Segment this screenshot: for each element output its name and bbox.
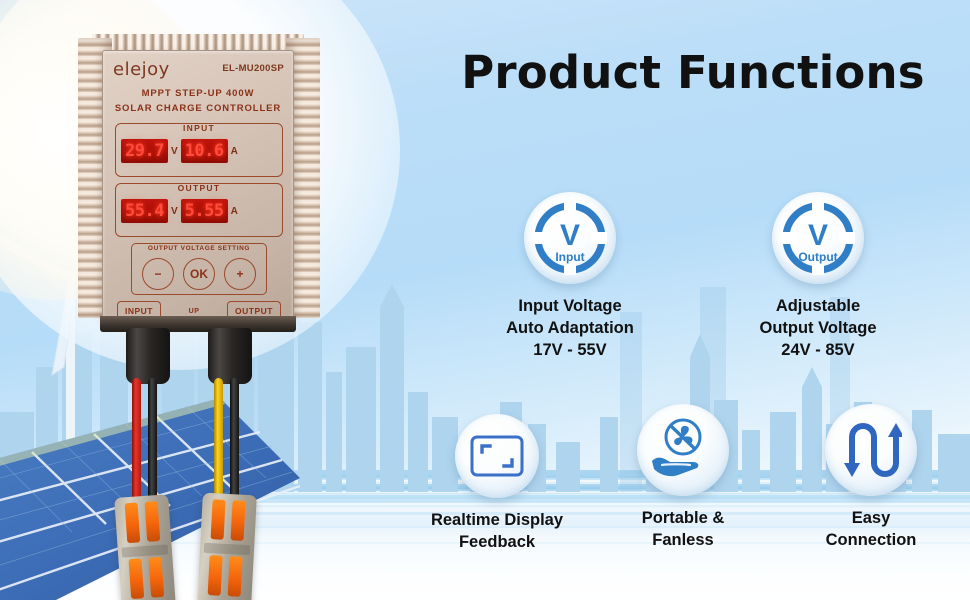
- input-negative-wire-black: [148, 378, 157, 506]
- voltage-output-icon: V Output: [781, 201, 855, 275]
- voltage-input-badge: V Input: [524, 192, 616, 284]
- output-voltage-unit: V: [170, 205, 178, 217]
- input-voltage-display: 29.7: [121, 139, 168, 163]
- lever-wire-connector-output: [197, 492, 257, 600]
- lever-wire-connector-input: [114, 494, 176, 600]
- output-voltage-setting-panel: OUTPUT VOLTAGE SETTING − OK +: [131, 243, 267, 295]
- display-screen-icon: [470, 435, 524, 477]
- step-up-label: UP: [188, 308, 200, 315]
- voltage-input-icon: V Input: [533, 201, 607, 275]
- brand-logo: elejoy: [113, 59, 170, 80]
- feature-input-voltage: V Input Input Voltage Auto Adaptation 17…: [470, 192, 670, 361]
- plus-button[interactable]: +: [224, 258, 256, 290]
- port-label-row: INPUT UP OUTPUT: [117, 301, 281, 322]
- two-way-arrows-icon: [844, 423, 902, 477]
- input-voltage-unit: V: [170, 145, 178, 157]
- input-cable-gland: [126, 328, 170, 384]
- model-number: EL-MU200SP: [222, 63, 284, 74]
- output-negative-wire-black: [230, 378, 239, 506]
- voltage-letter: V: [560, 219, 580, 252]
- product-subtitle-line1: MPPT STEP-UP 400W: [141, 88, 255, 99]
- input-meter-panel: INPUT 29.7 V 10.6 A: [115, 123, 283, 177]
- feature-portable-fanless: Portable & Fanless: [592, 404, 774, 551]
- minus-button[interactable]: −: [142, 258, 174, 290]
- input-port-label: INPUT: [117, 301, 161, 322]
- product-subtitle-line2: SOLAR CHARGE CONTROLLER: [114, 103, 282, 114]
- output-current-unit: A: [230, 205, 238, 217]
- feature-portable-fanless-text: Portable & Fanless: [641, 509, 725, 549]
- ok-button[interactable]: OK: [183, 258, 215, 290]
- hand-no-fan-badge: [637, 404, 729, 496]
- page-title: Product Functions: [461, 46, 925, 99]
- controller-faceplate: elejoy EL-MU200SP MPPT STEP-UP 400W SOLA…: [102, 50, 294, 322]
- svg-text:V: V: [808, 219, 828, 252]
- feature-output-voltage-text: Adjustable Output Voltage 24V - 85V: [759, 297, 877, 359]
- svg-text:Output: Output: [798, 250, 837, 264]
- output-positive-wire-yellow: [214, 378, 223, 506]
- input-current-unit: A: [230, 145, 238, 157]
- output-port-label: OUTPUT: [227, 301, 281, 322]
- output-cable-gland: [208, 328, 252, 384]
- output-current-display: 5.55: [180, 199, 228, 223]
- svg-text:Input: Input: [555, 250, 584, 264]
- feature-input-voltage-text: Input Voltage Auto Adaptation 17V - 55V: [506, 297, 634, 359]
- feature-easy-connection: Easy Connection: [778, 404, 964, 551]
- feature-output-voltage: V Output Adjustable Output Voltage 24V -…: [718, 192, 918, 361]
- voltage-output-badge: V Output: [772, 192, 864, 284]
- product-photo: elejoy EL-MU200SP MPPT STEP-UP 400W SOLA…: [72, 26, 332, 600]
- feature-realtime-display: Realtime Display Feedback: [402, 414, 592, 553]
- output-voltage-setting-label: OUTPUT VOLTAGE SETTING: [147, 245, 251, 252]
- input-meter-label: INPUT: [183, 123, 215, 133]
- output-meter-panel: OUTPUT 55.4 V 5.55 A: [115, 183, 283, 237]
- output-voltage-display: 55.4: [121, 199, 168, 223]
- input-positive-wire-red: [132, 378, 141, 506]
- input-current-display: 10.6: [180, 139, 228, 163]
- output-meter-label: OUTPUT: [177, 183, 221, 193]
- display-screen-badge: [455, 414, 539, 498]
- feature-easy-connection-text: Easy Connection: [825, 509, 917, 549]
- hand-no-fan-icon: [652, 418, 702, 477]
- feature-realtime-display-text: Realtime Display Feedback: [430, 511, 564, 551]
- two-way-arrows-badge: [825, 404, 917, 496]
